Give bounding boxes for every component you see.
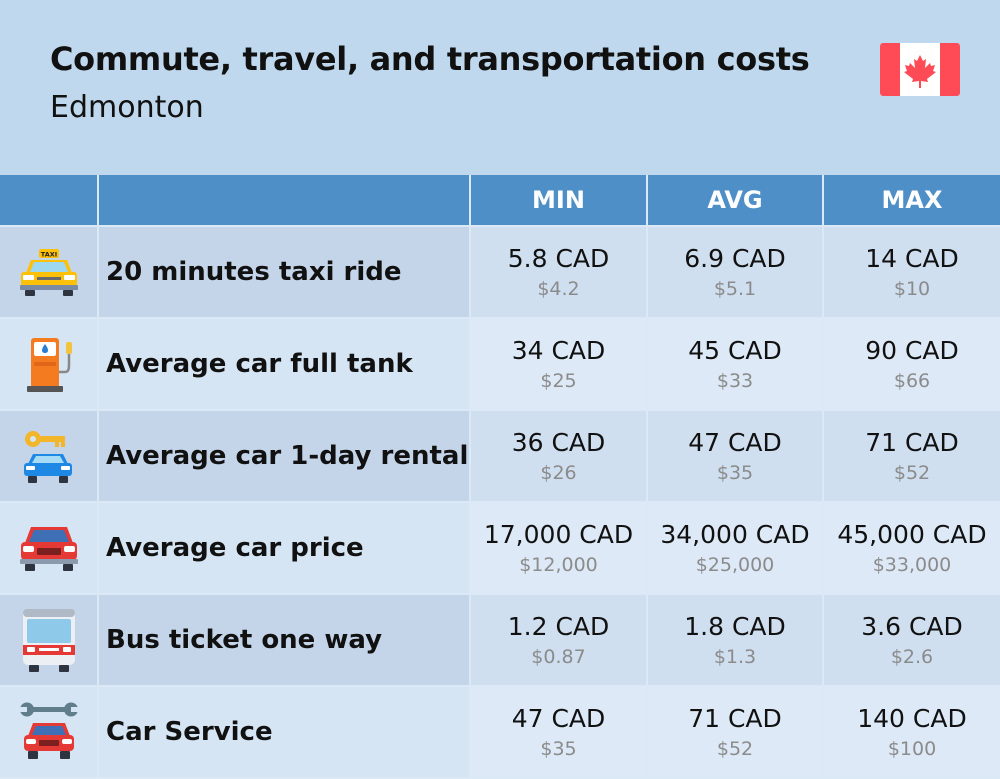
cad-value: 34,000 CAD bbox=[660, 519, 810, 549]
cad-value: 1.8 CAD bbox=[684, 611, 786, 641]
cost-table: MIN AVG MAX TAXI bbox=[0, 175, 1000, 779]
cad-value: 47 CAD bbox=[511, 703, 606, 733]
bus-icon bbox=[22, 609, 75, 672]
min-value-cell: 17,000 CAD $12,000 bbox=[470, 502, 648, 595]
usd-value: $52 bbox=[893, 461, 931, 484]
column-header-min: MIN bbox=[470, 175, 648, 227]
usd-value: $100 bbox=[887, 737, 937, 760]
max-value-cell: 14 CAD $10 bbox=[823, 226, 1000, 319]
row-label: Car Service bbox=[98, 686, 471, 779]
avg-value-cell: 45 CAD $33 bbox=[647, 318, 824, 411]
svg-text:TAXI: TAXI bbox=[40, 251, 56, 259]
cad-value: 36 CAD bbox=[511, 427, 606, 457]
cad-value: 6.9 CAD bbox=[684, 243, 786, 273]
usd-value: $10 bbox=[893, 277, 931, 300]
row-label: Average car full tank bbox=[98, 318, 471, 411]
cad-value: 71 CAD bbox=[865, 427, 959, 457]
max-value-cell: 3.6 CAD $2.6 bbox=[823, 594, 1000, 687]
min-value-cell: 36 CAD $26 bbox=[470, 410, 648, 503]
min-value-cell: 47 CAD $35 bbox=[470, 686, 648, 779]
usd-value: $25 bbox=[540, 369, 577, 392]
cad-value: 47 CAD bbox=[688, 427, 782, 457]
min-value-cell: 1.2 CAD $0.87 bbox=[470, 594, 648, 687]
avg-value-cell: 47 CAD $35 bbox=[647, 410, 824, 503]
red-car-icon bbox=[19, 527, 78, 571]
max-value-cell: 45,000 CAD $33,000 bbox=[823, 502, 1000, 595]
avg-value-cell: 71 CAD $52 bbox=[647, 686, 824, 779]
usd-value: $5.1 bbox=[713, 277, 757, 300]
max-value-cell: 71 CAD $52 bbox=[823, 410, 1000, 503]
cad-value: 34 CAD bbox=[511, 335, 606, 365]
cad-value: 5.8 CAD bbox=[507, 243, 610, 273]
page-title: Commute, travel, and transportation cost… bbox=[50, 40, 810, 78]
avg-value-cell: 34,000 CAD $25,000 bbox=[647, 502, 824, 595]
column-header-max: MAX bbox=[823, 175, 1000, 227]
row-icon-cell: TAXI bbox=[0, 226, 99, 319]
usd-value: $0.87 bbox=[531, 645, 586, 668]
cad-value: 17,000 CAD bbox=[483, 519, 634, 549]
avg-value-cell: 6.9 CAD $5.1 bbox=[647, 226, 824, 319]
max-value-cell: 90 CAD $66 bbox=[823, 318, 1000, 411]
city-subtitle: Edmonton bbox=[50, 90, 204, 125]
row-label: Average car price bbox=[98, 502, 471, 595]
car-key-icon bbox=[23, 431, 72, 483]
row-icon-cell bbox=[0, 594, 99, 687]
wrench-car-icon bbox=[19, 702, 78, 759]
row-label: Average car 1-day rental bbox=[98, 410, 471, 503]
header-label-cell bbox=[98, 175, 471, 227]
cad-value: 90 CAD bbox=[865, 335, 959, 365]
usd-value: $26 bbox=[540, 461, 577, 484]
header: Commute, travel, and transportation cost… bbox=[0, 0, 1000, 175]
cad-value: 14 CAD bbox=[865, 243, 959, 273]
row-label: Bus ticket one way bbox=[98, 594, 471, 687]
row-label: 20 minutes taxi ride bbox=[98, 226, 471, 319]
table-row: TAXI 20 minutes taxi ride 5.8 CAD $4.2 6.… bbox=[0, 226, 1000, 319]
avg-value-cell: 1.8 CAD $1.3 bbox=[647, 594, 824, 687]
usd-value: $35 bbox=[540, 737, 577, 760]
cad-value: 71 CAD bbox=[688, 703, 782, 733]
usd-value: $1.3 bbox=[713, 645, 757, 668]
cad-value: 45,000 CAD bbox=[837, 519, 987, 549]
usd-value: $2.6 bbox=[890, 645, 934, 668]
table-row: Car Service 47 CAD $35 71 CAD $52 140 CAD $… bbox=[0, 686, 1000, 779]
table-row: Bus ticket one way 1.2 CAD $0.87 1.8 CAD $… bbox=[0, 594, 1000, 687]
min-value-cell: 34 CAD $25 bbox=[470, 318, 648, 411]
usd-value: $33,000 bbox=[872, 553, 952, 576]
taxi-icon: TAXI bbox=[19, 249, 78, 296]
fuel-pump-icon bbox=[26, 338, 72, 392]
usd-value: $35 bbox=[716, 461, 754, 484]
usd-value: $52 bbox=[716, 737, 754, 760]
column-header-avg: AVG bbox=[647, 175, 824, 227]
usd-value: $25,000 bbox=[695, 553, 775, 576]
row-icon-cell bbox=[0, 410, 99, 503]
header-icon-cell bbox=[0, 175, 99, 227]
row-icon-cell bbox=[0, 318, 99, 411]
cad-value: 3.6 CAD bbox=[861, 611, 963, 641]
table-header-row: MIN AVG MAX bbox=[0, 175, 1000, 227]
min-value-cell: 5.8 CAD $4.2 bbox=[470, 226, 648, 319]
usd-value: $66 bbox=[893, 369, 931, 392]
cad-value: 1.2 CAD bbox=[507, 611, 610, 641]
row-icon-cell bbox=[0, 686, 99, 779]
usd-value: $12,000 bbox=[519, 553, 598, 576]
table-row: Average car 1-day rental 36 CAD $26 47 CA… bbox=[0, 410, 1000, 503]
table-row: Average car price 17,000 CAD $12,000 34,0… bbox=[0, 502, 1000, 595]
row-icon-cell bbox=[0, 502, 99, 595]
table-row: Average car full tank 34 CAD $25 45 CAD $3… bbox=[0, 318, 1000, 411]
cad-value: 45 CAD bbox=[688, 335, 782, 365]
cad-value: 140 CAD bbox=[857, 703, 967, 733]
canada-flag-icon bbox=[880, 43, 960, 96]
usd-value: $4.2 bbox=[537, 277, 580, 300]
max-value-cell: 140 CAD $100 bbox=[823, 686, 1000, 779]
usd-value: $33 bbox=[716, 369, 754, 392]
